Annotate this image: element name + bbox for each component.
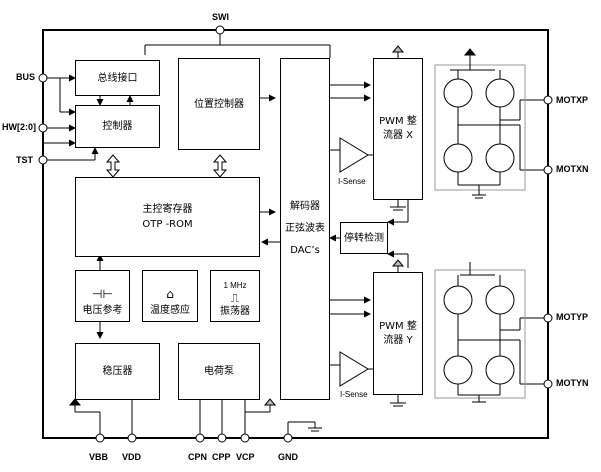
thermometer-icon: ⌂ <box>166 287 174 301</box>
isense-x-label: I-Sense <box>338 177 366 186</box>
pin-swi <box>215 25 225 35</box>
oscillator-frequency: 1 MHz <box>223 280 247 290</box>
main-register-line1: 主控寄存器 <box>142 204 193 215</box>
pin-label-motxn: MOTXN <box>556 164 589 174</box>
pin-vdd <box>127 433 137 443</box>
position-controller-block: 位置控制器 <box>178 58 260 150</box>
pin-label-motyn: MOTYN <box>556 378 589 388</box>
bus-interface-block: 总线接口 <box>75 60 160 96</box>
pwm-y-line1: PWM 整 <box>379 320 417 332</box>
pin-hw <box>38 123 48 133</box>
pwm-x-line2: 流器 X <box>382 130 414 141</box>
pin-cpn <box>195 433 205 443</box>
stall-detect-label: 停转检测 <box>344 232 384 244</box>
h-bridge-x <box>434 48 526 199</box>
pin-motyn <box>543 379 553 389</box>
position-controller-label: 位置控制器 <box>194 98 244 110</box>
pwm-y-block: PWM 整 流器 Y <box>373 272 423 395</box>
pin-motxp <box>543 95 553 105</box>
pin-label-bus: BUS <box>16 72 36 82</box>
pin-label-gnd: GND <box>278 452 298 462</box>
main-register-line2: OTP -ROM <box>142 219 193 230</box>
controller-block: 控制器 <box>75 105 160 148</box>
bus-interface-label: 总线接口 <box>97 72 138 84</box>
temperature-sensor-label: 温度感应 <box>150 305 190 316</box>
decoder-block: 解码器 正弦波表 DAC’s <box>280 58 330 400</box>
pin-label-swi: SWI <box>212 12 229 22</box>
pin-label-motxp: MOTXP <box>556 95 589 105</box>
isense-amp-y <box>339 351 369 387</box>
decoder-line1: 解码器 <box>290 201 320 212</box>
chip-outline <box>42 29 549 439</box>
controller-label: 控制器 <box>102 121 133 132</box>
decoder-line3: DAC’s <box>290 245 320 256</box>
pwm-y-line2: 流器 Y <box>383 334 413 346</box>
oscillator-block: 1 MHz ⎍ 振荡器 <box>210 270 260 322</box>
main-register-block: 主控寄存器 OTP -ROM <box>75 177 260 257</box>
decoder-line2: 正弦波表 <box>285 223 325 234</box>
pin-vbb <box>95 433 105 443</box>
oscillator-label: 振荡器 <box>220 305 250 317</box>
pin-cpp <box>217 433 227 443</box>
temperature-sensor-block: ⌂ 温度感应 <box>142 270 198 322</box>
pin-label-cpp: CPP <box>212 452 231 462</box>
pin-label-vcp: VCP <box>236 452 255 462</box>
charge-pump-label: 电荷泵 <box>204 366 234 377</box>
stall-detect-block: 停转检测 <box>340 222 388 254</box>
voltage-reference-block: ⊣⊢ 电压参考 <box>75 270 130 322</box>
bidir-arrow-controller <box>105 154 121 178</box>
pin-gnd <box>283 433 293 443</box>
h-bridge-y <box>434 262 526 403</box>
pin-label-hw: HW[2:0] <box>2 122 36 132</box>
pin-tst <box>38 155 48 165</box>
capacitor-icon: ⊣⊢ <box>92 287 113 301</box>
pin-label-vdd: VDD <box>122 452 142 462</box>
pin-label-cpn: CPN <box>188 452 208 462</box>
pwm-x-block: PWM 整 流器 X <box>373 58 423 200</box>
pin-label-tst: TST <box>16 155 33 165</box>
voltage-reference-label: 电压参考 <box>82 305 123 316</box>
bidir-arrow-position <box>212 154 228 178</box>
regulator-block: 稳压器 <box>75 343 160 400</box>
isense-amp-x <box>339 137 369 173</box>
pin-label-motyp: MOTYP <box>556 312 589 322</box>
pwm-x-line1: PWM 整 <box>379 116 417 127</box>
pin-motxn <box>543 165 553 175</box>
charge-pump-block: 电荷泵 <box>178 343 260 400</box>
square-wave-icon: ⎍ <box>230 290 240 305</box>
regulator-label: 稳压器 <box>102 366 133 377</box>
pin-motyp <box>543 313 553 323</box>
pin-vcp <box>240 433 250 443</box>
isense-y-label: I-Sense <box>340 390 368 399</box>
pin-label-vbb: VBB <box>89 452 109 462</box>
pin-bus <box>38 73 48 83</box>
